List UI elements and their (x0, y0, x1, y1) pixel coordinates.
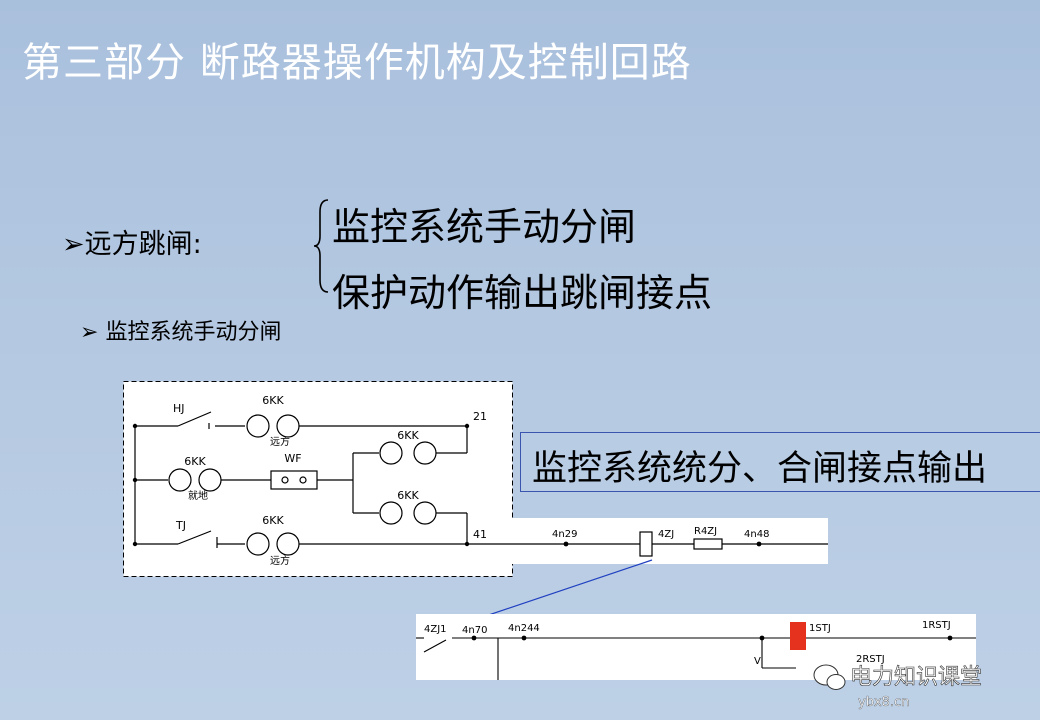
label-4n70: 4n70 (462, 625, 487, 636)
bullet-arrow-icon: ➢ (62, 229, 85, 260)
watermark-url: ybx8.cn (858, 695, 909, 710)
option-manual-open: 监控系统手动分闸 (332, 205, 637, 249)
watermark-name: 电力知识课堂 (850, 665, 982, 690)
bullet-manual-open-label: 监控系统手动分闸 (105, 320, 282, 345)
label-6kk-mid-bottom: 6KK (397, 489, 419, 502)
label-41: 41 (473, 528, 487, 541)
label-v: V (754, 656, 761, 667)
brace-icon (313, 199, 329, 293)
label-21: 21 (473, 410, 487, 423)
label-r4zj: R4ZJ (694, 526, 717, 537)
slide-title: 第三部分 断路器操作机构及控制回路 (22, 40, 692, 86)
label-4zj: 4ZJ (658, 529, 674, 540)
bullet-remote-trip-label: 远方跳闸: (84, 229, 202, 260)
bullet-remote-trip: ➢远方跳闸: (62, 222, 202, 261)
trip-contact-diagram: 4ZJ1 4n70 4n244 1STJ 1RSTJ 2RSTJ V (416, 614, 976, 680)
callout-text: 监控系统统分、合闸接点输出 (532, 449, 988, 489)
label-yuanfang-top: 远方 (270, 435, 290, 448)
wechat-icon (813, 664, 846, 690)
control-switch-diagram: HJ TJ 6KK 远方 6KK 就地 WF 6KK 6KK 6KK 远方 21… (123, 381, 513, 577)
bullet-arrow-icon: ➢ (80, 320, 99, 345)
label-wf: WF (284, 452, 301, 465)
label-2rstj: 2RSTJ (856, 654, 885, 665)
option-protection-trip: 保护动作输出跳闸接点 (332, 271, 713, 315)
bullet-manual-open: ➢ 监控系统手动分闸 (80, 314, 281, 346)
callout-box (520, 432, 1040, 492)
label-4n48: 4n48 (744, 529, 769, 540)
label-6kk-mid-top: 6KK (397, 429, 419, 442)
label-6kk-bottom: 6KK (262, 514, 284, 527)
label-4zj1: 4ZJ1 (424, 624, 447, 635)
label-4n29: 4n29 (552, 529, 577, 540)
watermark: 电力知识课堂 ybx8.cn (813, 664, 982, 710)
label-yuanfang-bottom: 远方 (270, 554, 290, 567)
label-1rstj: 1RSTJ (922, 620, 951, 631)
label-6kk-left: 6KK (184, 455, 206, 468)
label-jiudi: 就地 (188, 489, 208, 502)
label-4n244: 4n244 (508, 623, 540, 634)
label-1stj: 1STJ (809, 623, 831, 634)
label-tj: TJ (175, 519, 186, 532)
relay-line-diagram: 4n29 4ZJ R4ZJ 4n48 (512, 518, 828, 564)
label-6kk-top: 6KK (262, 394, 284, 407)
label-hj: HJ (173, 402, 185, 415)
